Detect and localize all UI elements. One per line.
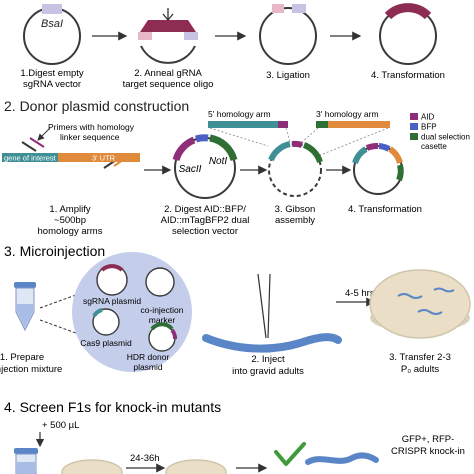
- s3-step2-line1: 2. Inject: [251, 354, 285, 365]
- homology-arms: 5' homology arm 3' homology arm: [208, 109, 390, 157]
- annealed-oligo-into-cut-vector: [138, 8, 198, 64]
- hdr-donor-label-line2: plasmid: [133, 362, 163, 372]
- s2-step1-line3: homology arms: [38, 226, 103, 237]
- primers-label-line2: linker sequence: [60, 132, 120, 142]
- s4-result-line1: GFP+, RFP-: [402, 434, 455, 445]
- section3-title: 3. Microinjection: [4, 243, 105, 259]
- s3-step2-line2: into gravid adults: [232, 366, 304, 377]
- legend-swatch-bfp: [410, 123, 418, 130]
- injection-worm: [202, 273, 342, 353]
- bsai-site-label: BsaI: [41, 18, 63, 30]
- hdr-donor-label-line1: HDR donor: [127, 352, 170, 362]
- s1-step3-line1: 3. Ligation: [266, 70, 310, 81]
- utr-label: 3' UTR: [92, 154, 116, 163]
- s4-plate-2: [165, 459, 227, 474]
- primers-label-line1: Primers with homology: [48, 122, 135, 132]
- s2-step3-line1: 3. Gibson: [275, 204, 316, 215]
- s2-step3-line2: assembly: [275, 215, 315, 226]
- knockin-worm: [305, 452, 379, 465]
- legend-aid: AID: [421, 113, 435, 122]
- s1-step2-line1: 2. Anneal gRNA: [134, 68, 202, 79]
- sacii-label: SacII: [179, 164, 202, 175]
- coinjection-label-line1: co-injection: [141, 305, 184, 315]
- legend-dual-selection: dual selection: [421, 133, 470, 142]
- section2-title: 2. Donor plasmid construction: [4, 98, 189, 114]
- s3-time-label: 4-5 hrs: [345, 288, 375, 299]
- s1-step1-line1: 1.Digest empty: [20, 68, 84, 79]
- microcentrifuge-tube-icon: [14, 282, 36, 332]
- section1-sgrna-cloning: BsaI 1.Digest empty sgRNA vector 2. Anne…: [20, 3, 445, 90]
- ligation-plasmid: [259, 4, 317, 65]
- s4-tube-icon: [14, 448, 38, 474]
- s3-step1-line1: 1. Prepare: [0, 352, 44, 363]
- s1-step1-line2: sgRNA vector: [23, 79, 81, 90]
- petri-dish-icon: [369, 269, 471, 339]
- section2-donor-plasmid: 2. Donor plasmid construction Primers wi…: [2, 98, 470, 237]
- sgrna-plasmid-label: sgRNA plasmid: [83, 296, 141, 306]
- check-mark-icon: [274, 442, 306, 466]
- gibson-assembly-plasmid: [268, 140, 323, 197]
- s4-time-label: 24-36h: [130, 453, 160, 464]
- s4-volume-label: + 500 µL: [42, 420, 79, 431]
- noti-label: NotI: [209, 156, 228, 167]
- s1-step4-line1: 4. Transformation: [371, 70, 445, 81]
- gene-label: gene of interest: [4, 154, 57, 163]
- transformation-plasmid: [379, 3, 437, 65]
- legend: AID BFP dual selection casette: [410, 113, 470, 151]
- injection-mixture-bubble: sgRNA plasmid co-injection marker Cas9 p…: [72, 252, 192, 372]
- s3-step3-line1: 3. Transfer 2-3: [389, 352, 451, 363]
- final-donor-plasmid: [352, 142, 404, 195]
- dual-selection-vector: SacII NotI: [172, 134, 238, 199]
- legend-swatch-dual: [410, 133, 418, 140]
- s2-step4-line1: 4. Transformation: [348, 204, 422, 215]
- s2-step2-line2: AID::mTagBFP2 dual: [161, 215, 250, 226]
- s2-step1-line1: 1. Amplify: [49, 204, 90, 215]
- s3-step1-line2: injection mixture: [0, 364, 62, 375]
- s2-step2-line1: 2. Digest AID::BFP/: [164, 204, 246, 215]
- s2-step1-line2: ~500bp: [54, 215, 86, 226]
- utr-bar: [58, 153, 140, 162]
- arm3-label: 3' homology arm: [316, 109, 379, 119]
- section4-title: 4. Screen F1s for knock-in mutants: [4, 399, 221, 415]
- gene-of-interest-bar: [2, 153, 58, 162]
- section4-screen-f1s: 4. Screen F1s for knock-in mutants + 500…: [4, 399, 465, 474]
- s4-result-line2: CRISPR knock-in: [391, 446, 465, 457]
- section3-microinjection: 3. Microinjection sgRNA plasmid co-injec…: [0, 243, 471, 377]
- s2-step2-line3: selection vector: [172, 226, 238, 237]
- legend-bfp: BFP: [421, 123, 437, 132]
- legend-swatch-aid: [410, 113, 418, 120]
- cas9-plasmid-label: Cas9 plasmid: [80, 338, 132, 348]
- coinjection-label-line2: marker: [149, 315, 176, 325]
- empty-sgrna-vector-plasmid: BsaI: [23, 4, 81, 65]
- s1-step2-line2: target sequence oligo: [123, 79, 214, 90]
- legend-casette: casette: [421, 142, 447, 151]
- arm5-label: 5' homology arm: [208, 109, 271, 119]
- s3-step3-line2: P₀ adults: [401, 364, 440, 375]
- s4-plate-1: [61, 459, 123, 474]
